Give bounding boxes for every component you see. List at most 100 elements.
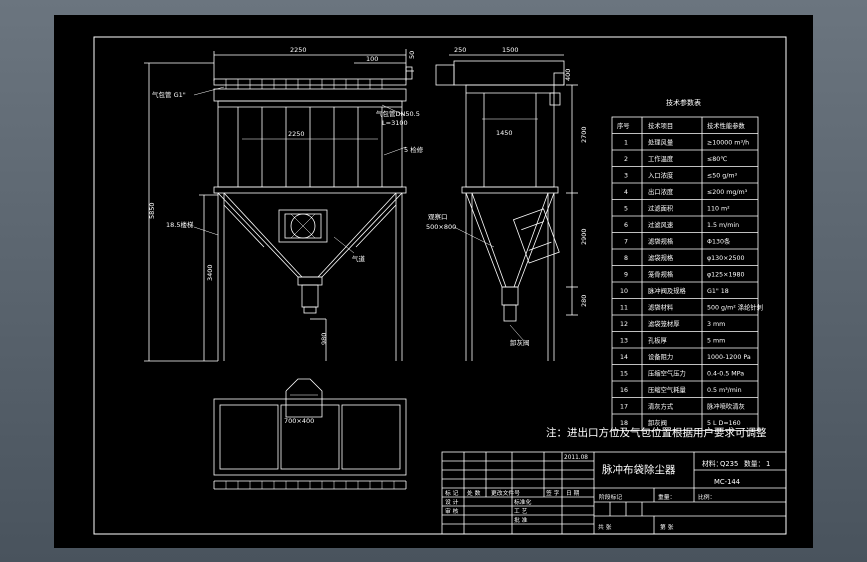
table-row-item: 处理风量	[648, 138, 674, 147]
dim-100: 100	[366, 55, 378, 63]
table-row-value: ≤80℃	[707, 156, 727, 163]
table-row-value: ≤50 g/m³	[707, 173, 738, 180]
table-row-index: 8	[624, 255, 628, 262]
table-row-item: 工作温度	[648, 154, 674, 163]
table-row-item: 滤袋材料	[648, 303, 674, 312]
table-row-item: 设备阻力	[648, 352, 673, 361]
tb-process: 工 艺	[514, 507, 528, 515]
tb-qty-label: 数量：	[744, 459, 764, 468]
table-row-value: G1" 18	[707, 288, 729, 295]
plan-view	[213, 378, 407, 490]
drawing-sheet: 2250 100 50 250 1500 400 气包管 G1" 气包管DN50…	[54, 15, 813, 548]
dim-width-top: 2250	[290, 46, 307, 54]
table-row-value: ≤200 mg/m³	[707, 189, 748, 196]
table-row-item: 滤袋规格	[648, 237, 674, 246]
table-row-item: 压缩空气耗量	[648, 385, 686, 394]
tb-stage: 阶段标记	[599, 493, 622, 501]
label-plan-size: 700×400	[284, 417, 314, 425]
table-row-value: 0.5 m³/min	[707, 387, 742, 394]
tb-scale: 比例：	[698, 493, 715, 501]
table-header-cell: 序号	[617, 121, 630, 130]
table-header-cell: 技术项目	[648, 121, 673, 130]
table-row-index: 18	[620, 420, 628, 427]
dim-280: 280	[580, 295, 588, 307]
table-row-value: 110 m²	[707, 206, 730, 213]
dim-2900: 2900	[580, 228, 588, 245]
tb-approve: 批 准	[514, 516, 528, 524]
title-block: 标 记 处 数 更改文件号 签 字 日 期 设 计 标准化 审 核 工 艺 批 …	[441, 451, 787, 535]
tb-count: 处 数	[467, 489, 481, 497]
table-row-index: 9	[624, 272, 628, 279]
table-row-value: ≥10000 m³/h	[707, 140, 749, 147]
table-row-item: 出口浓度	[648, 187, 674, 196]
table-row-item: 过滤风速	[648, 220, 674, 229]
tb-standard: 标准化	[514, 498, 532, 506]
dim-1450: 1450	[496, 129, 513, 137]
dim-total-height: 5850	[148, 202, 156, 219]
table-row-item: 孔板厚	[648, 336, 668, 345]
dim-400: 400	[564, 69, 572, 81]
dim-1500: 1500	[502, 46, 519, 54]
label-ladder: 18.5楼梯	[166, 220, 194, 229]
label-inspection: 观察口	[428, 212, 448, 221]
table-row-index: 3	[624, 173, 628, 180]
annotations: 2250 100 50 250 1500 400 气包管 G1" 气包管DN50…	[148, 46, 588, 425]
dim-250: 250	[454, 46, 466, 54]
tb-date: 日 期	[566, 490, 580, 497]
table-row-value: 1000-1200 Pa	[707, 354, 751, 361]
table-row-value: 3 mm	[707, 321, 725, 328]
table-row-item: 滤袋笼材厚	[648, 319, 680, 328]
table-row-item: 卸灰阀	[648, 418, 667, 427]
tb-drawing-title: 脉冲布袋除尘器	[602, 463, 676, 476]
side-view	[435, 54, 578, 361]
table-row-item: 脉冲阀及规格	[648, 286, 686, 295]
table-row-value: φ130×2500	[707, 255, 744, 262]
label-hatch: 5 检修	[404, 145, 424, 154]
table-row-item: 滤袋规格	[648, 253, 674, 262]
dim-980: 980	[320, 333, 328, 345]
tb-sheets-total: 共 张	[598, 523, 612, 531]
table-row-value: φ125×1980	[707, 272, 744, 279]
table-title: 技术参数表	[666, 98, 701, 107]
tb-qty-value: 1	[766, 460, 770, 468]
tb-sheet-no: 第 张	[660, 523, 674, 531]
table-row-item: 压缩空气压力	[648, 369, 686, 378]
table-row-index: 10	[620, 288, 628, 295]
table-row-index: 11	[620, 305, 628, 312]
table-row-value: 0.4-0.5 MPa	[707, 371, 744, 378]
label-pulse-pipe: 气包管 G1"	[152, 90, 186, 99]
label-air-pipe: 气包管DN50.5	[376, 109, 420, 118]
table-row-value: 1.5 m/min	[707, 222, 739, 229]
tb-mark: 标 记	[445, 489, 459, 497]
tb-change-doc: 更改文件号	[491, 489, 520, 497]
table-row-index: 6	[624, 222, 628, 229]
table-row-item: 笼骨规格	[648, 270, 674, 279]
table-row-value: Φ130条	[707, 237, 731, 246]
cad-drawing: 2250 100 50 250 1500 400 气包管 G1" 气包管DN50…	[93, 36, 787, 535]
label-inspection-size: 500×800	[426, 223, 456, 231]
table-row-value: 500 g/m² 涤纶针刺	[707, 303, 763, 312]
note-text: 注：进出口方位及气包位置根据用户要求可调整	[546, 426, 767, 439]
table-row-index: 5	[624, 206, 628, 213]
tb-review: 审 核	[445, 507, 459, 515]
tb-drawing-no: MC-144	[714, 478, 740, 486]
tb-date-code: 2011.08	[564, 455, 588, 461]
table-row-index: 4	[624, 189, 628, 196]
table-row-index: 12	[620, 321, 628, 328]
tb-sign: 签 字	[546, 489, 560, 497]
table-row-value: 脉冲喷吹清灰	[707, 402, 745, 411]
label-discharge-valve: 卸灰阀	[510, 338, 530, 347]
dim-50: 50	[408, 51, 416, 59]
table-row-index: 17	[620, 404, 628, 411]
label-air-length: L=3100	[382, 119, 408, 127]
table-row-index: 7	[624, 239, 628, 246]
table-row-item: 过滤面积	[648, 204, 674, 213]
tb-material-label: 材料：	[702, 459, 722, 468]
table-row-item: 入口浓度	[648, 171, 674, 180]
dim-2700: 2700	[580, 126, 588, 143]
tb-material-value: Q235	[720, 460, 738, 468]
drawing-frame	[93, 36, 787, 535]
front-view	[144, 49, 414, 362]
